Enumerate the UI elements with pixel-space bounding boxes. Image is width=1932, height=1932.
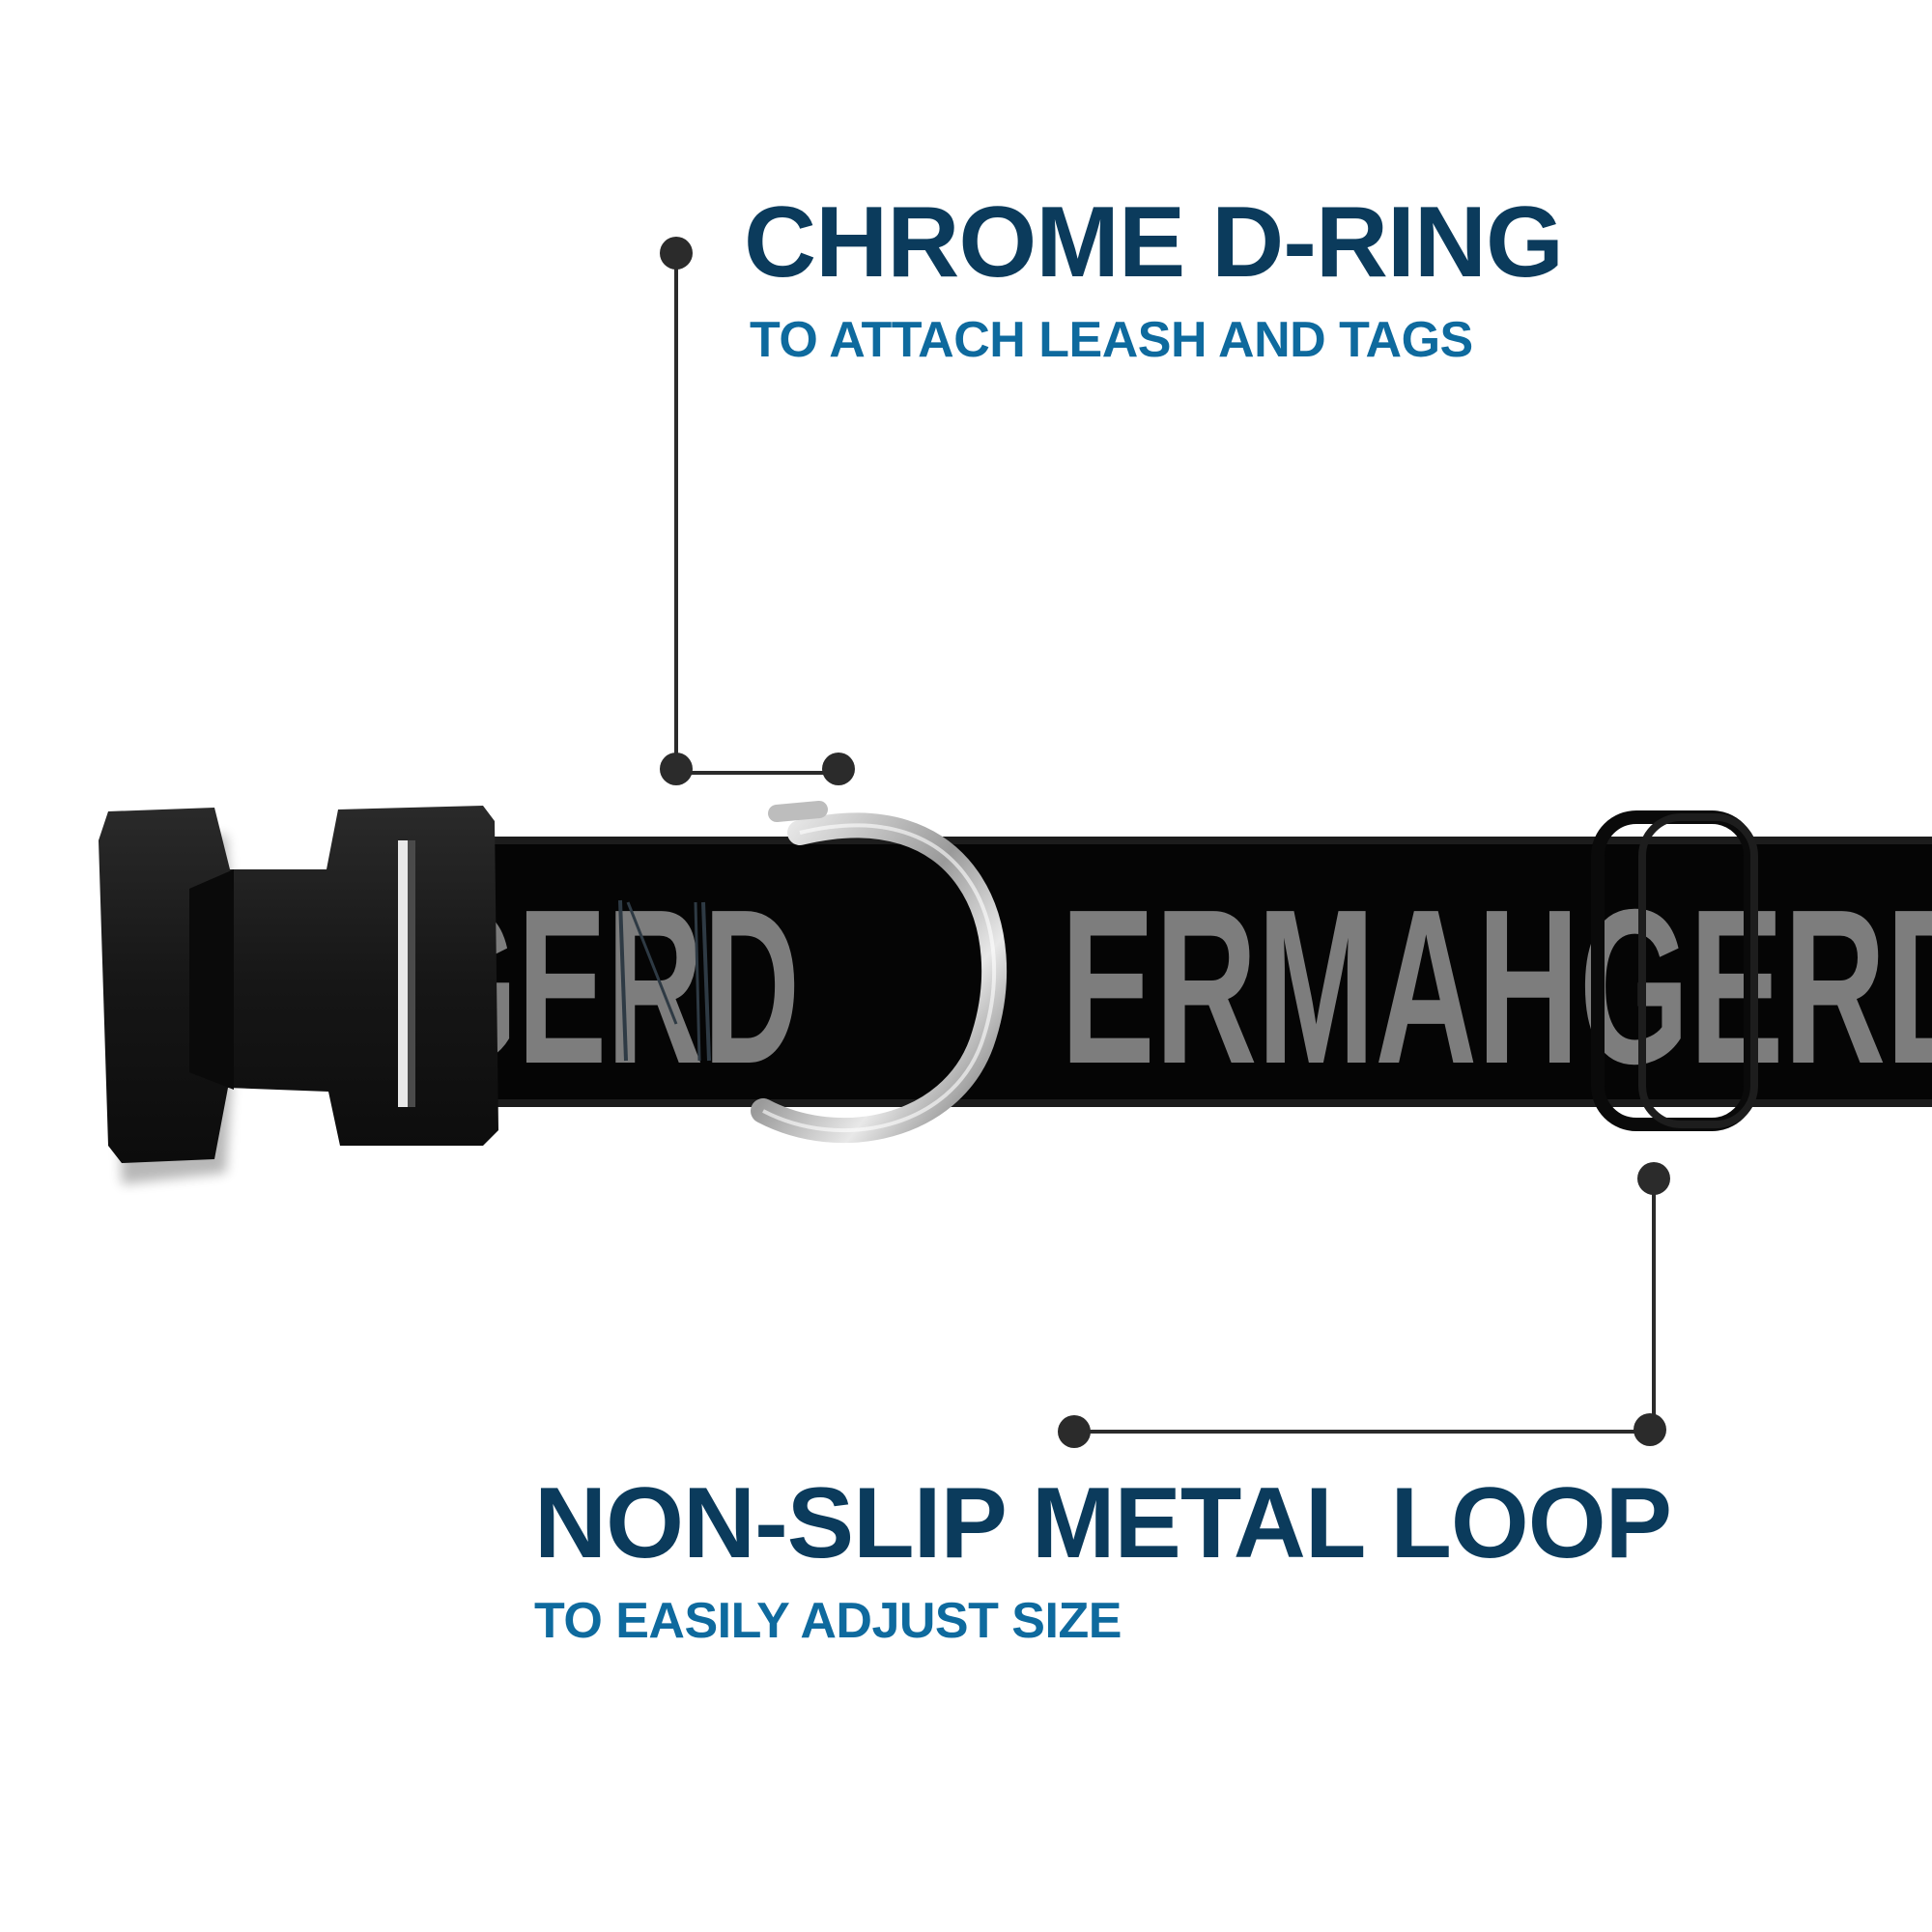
leader-dot (822, 753, 855, 785)
leader-dot (660, 753, 693, 785)
metal-loop-title: NON-SLIP METAL LOOP (534, 1467, 1672, 1579)
leader-dot (1058, 1415, 1091, 1448)
d-ring-subtitle: TO ATTACH LEASH AND TAGS (750, 312, 1473, 368)
leader-dot (1637, 1162, 1670, 1195)
metal-slide-loop (1591, 810, 1758, 1131)
leader-dot (660, 237, 693, 270)
collar-strap: GERD ERMAHGERD (406, 837, 1932, 1110)
bar-tack-stitching (618, 899, 711, 1062)
metal-loop-subtitle: TO EASILY ADJUST SIZE (534, 1593, 1122, 1649)
chrome-d-ring (751, 801, 1007, 1144)
side-release-buckle (99, 806, 498, 1184)
collar-print-right: ERMAHGERD (1061, 865, 1932, 1110)
d-ring-title: CHROME D-RING (744, 186, 1564, 298)
leader-dot (1634, 1413, 1666, 1446)
d-ring-leader-line (660, 237, 855, 785)
metal-loop-leader-line (1058, 1162, 1670, 1448)
